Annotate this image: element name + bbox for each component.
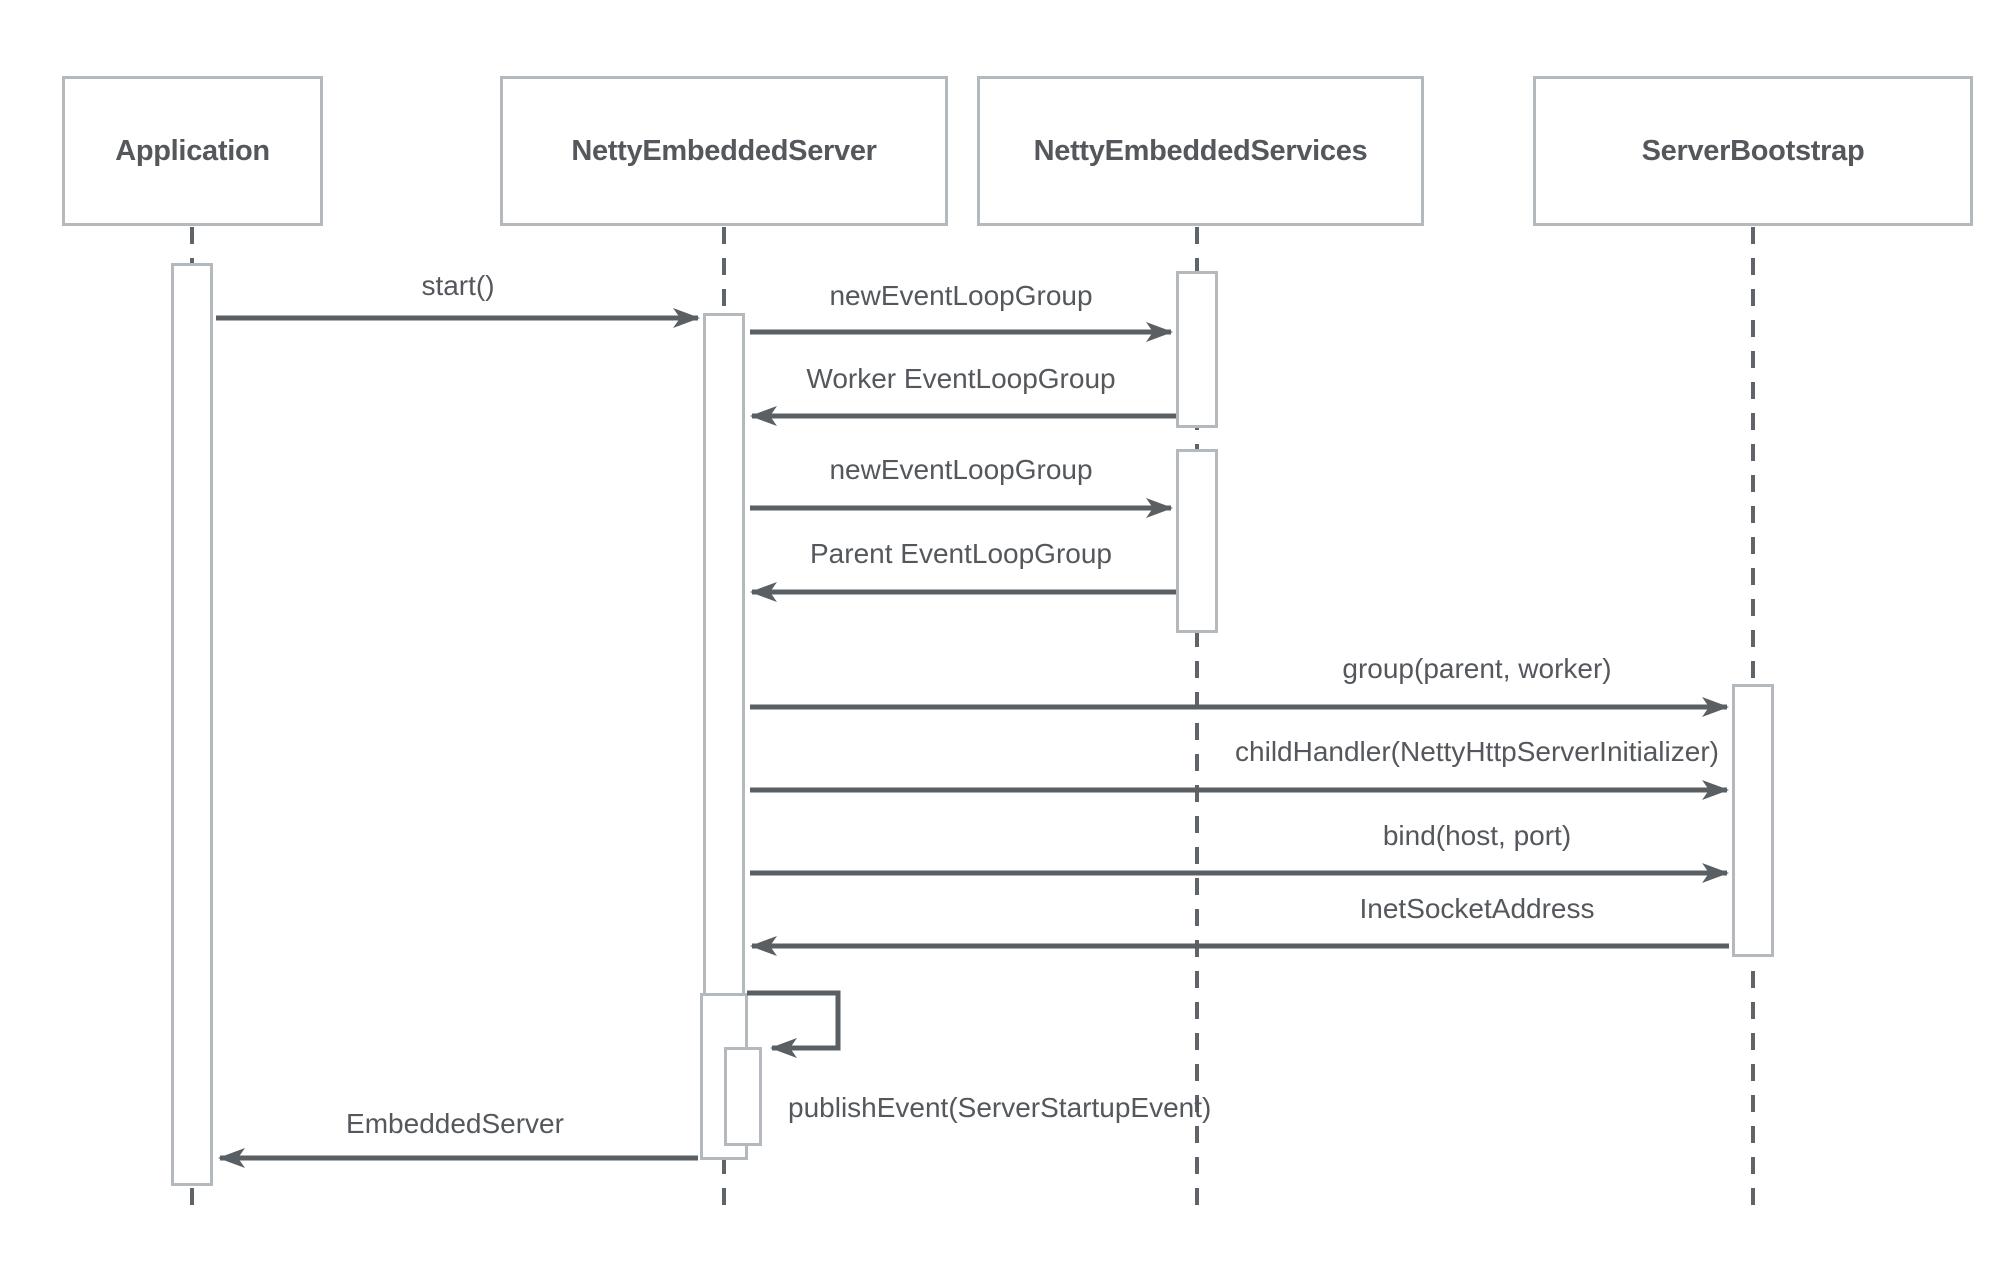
activation-bar-publish-event (724, 1047, 762, 1146)
message-label-new-eventloopgroup-1: newEventLoopGroup (829, 280, 1093, 311)
arrow-self-call-loop (747, 990, 841, 1058)
activation-bar-server-bootstrap (1732, 684, 1774, 957)
message-label-bind: bind(host, port) (1382, 820, 1572, 851)
message-label-embeddedserver: EmbeddedServer (346, 1108, 564, 1139)
participant-label-application: Application (115, 134, 270, 167)
message-label-worker-eventloopgroup: Worker EventLoopGroup (806, 363, 1116, 394)
participant-box-application: Application (62, 76, 323, 226)
message-label-start: start() (421, 270, 495, 301)
activation-bar-services-1 (1176, 271, 1218, 428)
message-label-publishevent: publishEvent(ServerStartupEvent) (788, 1092, 1212, 1123)
message-label-childhandler: childHandler(NettyHttpServerInitializer) (1235, 736, 1719, 767)
participant-box-netty-embedded-server: NettyEmbeddedServer (500, 76, 948, 226)
message-label-inetsocketaddress: InetSocketAddress (1359, 893, 1595, 924)
participant-label-netty-embedded-server: NettyEmbeddedServer (571, 134, 877, 167)
activation-bar-services-2 (1176, 449, 1218, 633)
activation-bar-application (171, 263, 213, 1186)
participant-box-netty-embedded-services: NettyEmbeddedServices (977, 76, 1424, 226)
participant-label-server-bootstrap: ServerBootstrap (1641, 134, 1865, 167)
participant-box-server-bootstrap: ServerBootstrap (1533, 76, 1973, 226)
participant-label-netty-embedded-services: NettyEmbeddedServices (1033, 134, 1368, 167)
message-label-group: group(parent, worker) (1342, 653, 1612, 684)
message-label-new-eventloopgroup-2: newEventLoopGroup (829, 454, 1093, 485)
message-label-parent-eventloopgroup: Parent EventLoopGroup (810, 538, 1112, 569)
